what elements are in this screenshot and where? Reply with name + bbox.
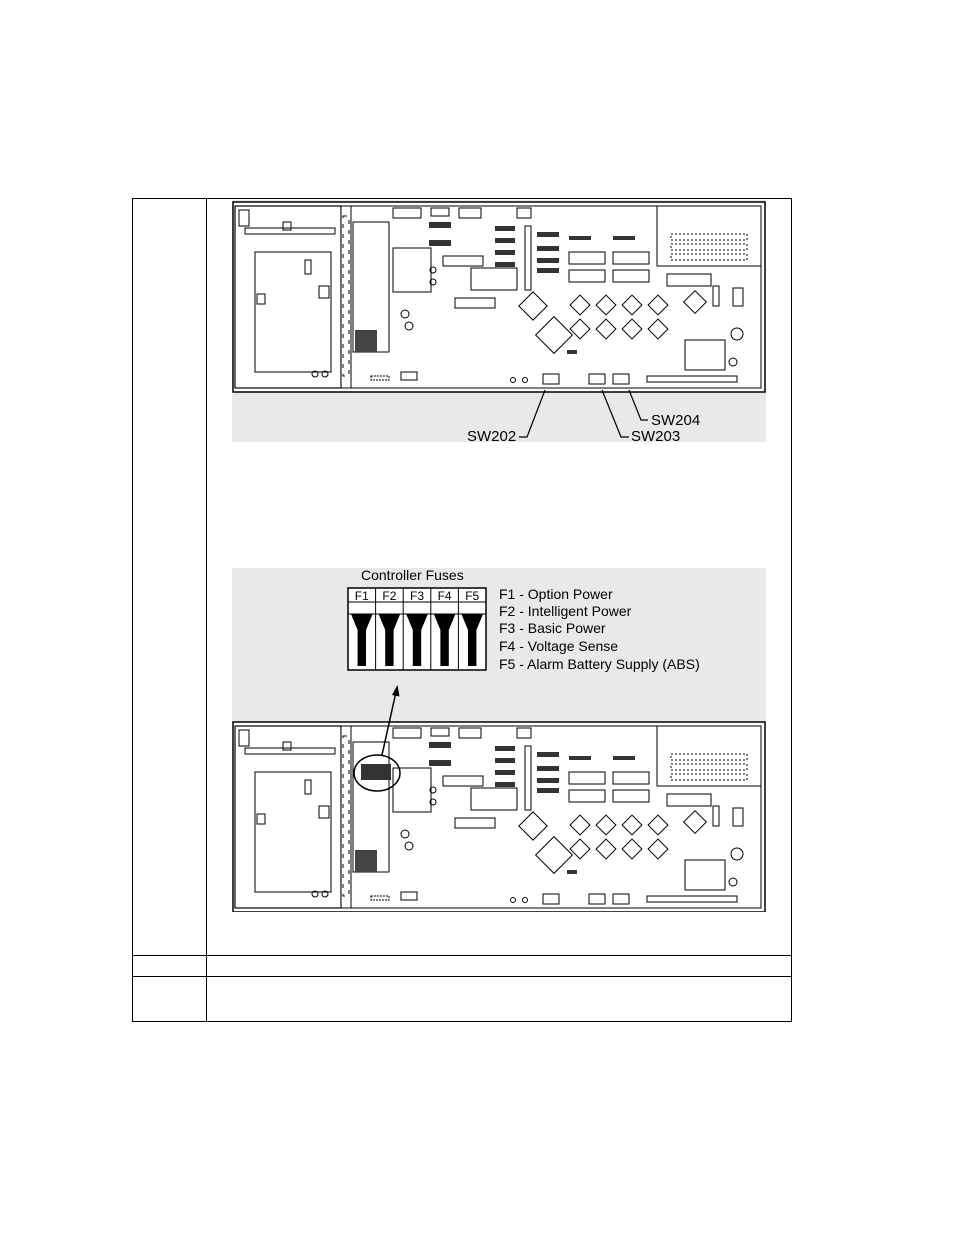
controller-board-drawing — [233, 202, 765, 392]
sw202-label: SW202 — [467, 429, 516, 444]
table-border-bottom — [132, 1021, 792, 1022]
fuse-label-f3: F3 — [410, 589, 424, 603]
fuse-block: F1 F2 F3 F4 F5 — [348, 588, 486, 670]
fuse-label-f5: F5 — [465, 589, 479, 603]
table-border-top — [132, 198, 792, 199]
fuse-legend-f1: F1 - Option Power — [499, 586, 613, 603]
controller-board-drawing-2 — [233, 722, 765, 912]
table-column-divider — [206, 198, 207, 1022]
fuse-label-f4: F4 — [438, 589, 452, 603]
table-row-divider-1 — [132, 955, 792, 956]
table-border-left — [132, 198, 133, 1022]
fuse-legend-f5: F5 - Alarm Battery Supply (ABS) — [499, 656, 700, 673]
fuse-label-f1: F1 — [355, 589, 369, 603]
fuse-legend-f3: F3 - Basic Power — [499, 620, 606, 637]
table-border-right — [791, 198, 792, 1022]
table-row-divider-2 — [132, 976, 792, 977]
controller-fuses-title: Controller Fuses — [361, 567, 464, 583]
sw203-label: SW203 — [631, 429, 680, 444]
fuse-legend-f4: F4 - Voltage Sense — [499, 638, 618, 655]
sw204-label: SW204 — [651, 413, 700, 428]
fuse-legend-f2: F2 - Intelligent Power — [499, 603, 631, 620]
fuse-location-fuses — [361, 764, 391, 780]
fuse-label-f2: F2 — [382, 589, 396, 603]
controller-board-switches-figure — [232, 200, 766, 442]
